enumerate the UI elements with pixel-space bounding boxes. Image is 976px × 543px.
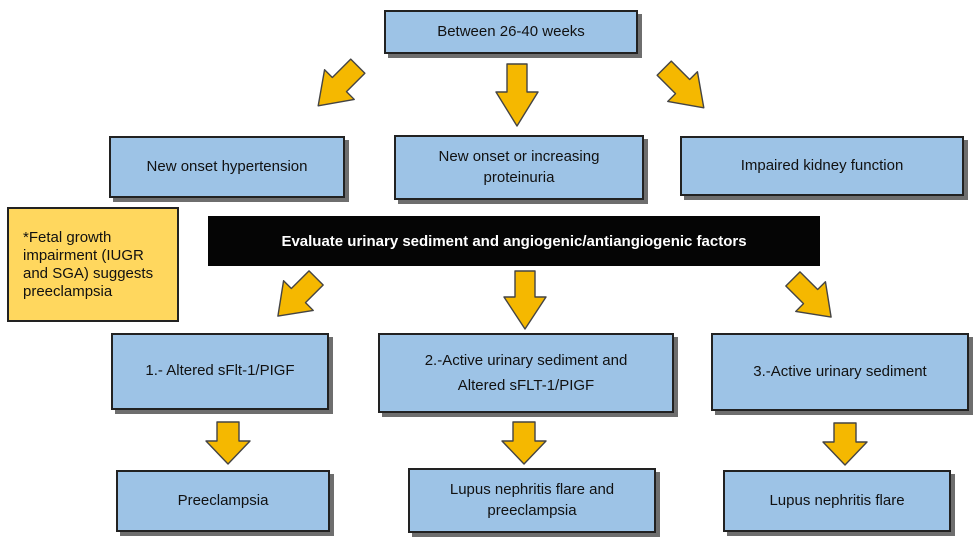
evaluate-banner: Evaluate urinary sediment and angiogenic… [208,216,820,266]
start-label: Between 26-40 weeks [437,22,585,40]
criterion-box-hypertension: New onset hypertension [109,136,345,198]
down-arrow-icon [503,270,547,330]
down-right-arrow-icon [656,60,705,109]
outcome-label: Preeclampsia [177,491,269,509]
down-left-arrow-icon [277,270,324,317]
down-left-arrow-icon [317,58,366,107]
fetal-growth-note: *Fetal growth impairment (IUGR and SGA) … [7,207,179,322]
outcome-box-preeclampsia: Preeclampsia [116,470,330,532]
finding-box-sediment: 3.-Active urinary sediment [711,333,969,411]
outcome-box-lupus-preeclampsia: Lupus nephritis flare and preeclampsia [408,468,656,533]
down-arrow-icon [205,421,251,465]
outcome-box-lupus: Lupus nephritis flare [723,470,951,532]
start-box: Between 26-40 weeks [384,10,638,54]
outcome-label: Lupus nephritis flare [769,491,905,509]
criterion-label: New onset or increasing proteinuria [438,148,600,186]
down-right-arrow-icon [785,271,832,318]
finding-box-sflt: 1.- Altered sFlt-1/PIGF [111,333,329,410]
note-label: *Fetal growth impairment (IUGR and SGA) … [23,228,154,300]
finding-label: 3.-Active urinary sediment [753,362,927,380]
finding-label: 2.-Active urinary sediment and Altered s… [424,351,628,395]
criterion-box-kidney: Impaired kidney function [680,136,964,196]
down-arrow-icon [822,422,868,466]
criterion-label: New onset hypertension [146,157,308,175]
down-arrow-icon [495,63,539,127]
finding-label: 1.- Altered sFlt-1/PIGF [145,362,295,380]
criterion-label: Impaired kidney function [740,156,904,174]
finding-box-sediment-sflt: 2.-Active urinary sediment and Altered s… [378,333,674,413]
criterion-box-proteinuria: New onset or increasing proteinuria [394,135,644,200]
down-arrow-icon [501,421,547,465]
evaluate-label: Evaluate urinary sediment and angiogenic… [281,232,747,250]
outcome-label: Lupus nephritis flare and preeclampsia [449,481,615,519]
